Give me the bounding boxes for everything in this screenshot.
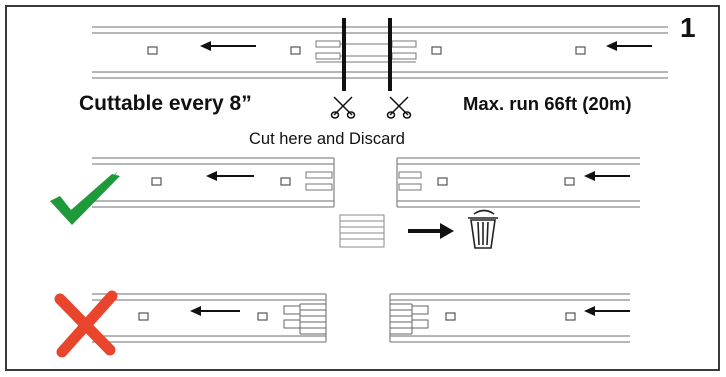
led-chip bbox=[437, 177, 448, 186]
step-number: 1 bbox=[680, 12, 696, 43]
led-chip bbox=[147, 46, 158, 55]
copper-pads bbox=[315, 40, 417, 63]
correct-strip-right bbox=[396, 157, 640, 208]
led-chip bbox=[564, 177, 575, 186]
max-run-label: Max. run 66ft (20m) bbox=[463, 93, 632, 114]
led-chip bbox=[151, 177, 162, 186]
left-arrow-icon bbox=[584, 306, 630, 316]
scissors-icon bbox=[386, 96, 412, 119]
led-chip bbox=[280, 177, 291, 186]
led-chip bbox=[138, 312, 149, 321]
copper-pads bbox=[390, 303, 429, 335]
led-chip bbox=[290, 46, 301, 55]
right-arrow-icon bbox=[408, 223, 454, 239]
incorrect-strip-left bbox=[92, 293, 327, 343]
correct-strip-left bbox=[92, 157, 335, 208]
left-arrow-icon bbox=[584, 171, 630, 181]
red-x-icon bbox=[54, 290, 118, 358]
trash-can-icon bbox=[468, 209, 498, 249]
diagram-frame bbox=[5, 5, 720, 371]
cut-instruction-label: Cut here and Discard bbox=[249, 130, 405, 148]
full-led-strip bbox=[92, 26, 668, 79]
incorrect-strip-right bbox=[389, 293, 630, 343]
left-arrow-icon bbox=[200, 41, 256, 51]
scissors-icon bbox=[330, 96, 356, 119]
left-arrow-icon bbox=[190, 306, 240, 316]
led-chip bbox=[431, 46, 442, 55]
copper-pads bbox=[283, 303, 326, 335]
left-arrow-icon bbox=[206, 171, 254, 181]
cut-interval-label: Cuttable every 8” bbox=[79, 92, 252, 115]
copper-pads bbox=[305, 171, 333, 191]
green-checkmark-icon-body bbox=[50, 174, 120, 225]
led-chip bbox=[565, 312, 576, 321]
led-chip bbox=[445, 312, 456, 321]
left-arrow-icon bbox=[606, 41, 652, 51]
led-chip bbox=[575, 46, 586, 55]
copper-pads bbox=[398, 171, 422, 191]
led-chip bbox=[257, 312, 268, 321]
discarded-strip-section bbox=[339, 214, 385, 248]
